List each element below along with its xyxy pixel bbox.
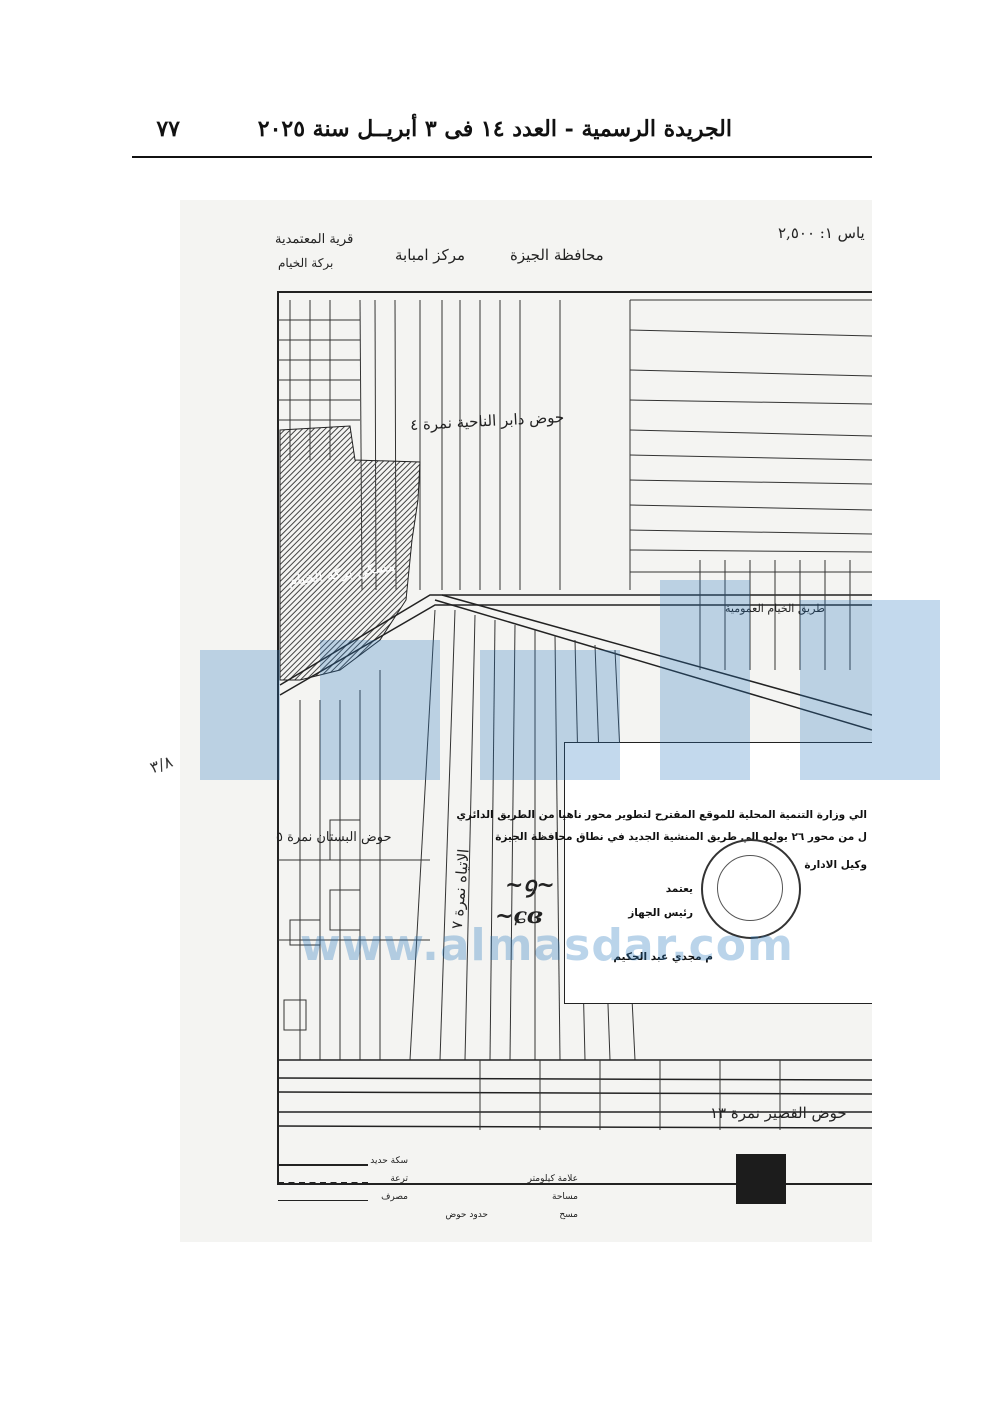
map-village-sub: بركة الخيام xyxy=(278,256,334,270)
gazette-title: الجريدة الرسمية - العدد ١٤ فى ٣ أبريــل … xyxy=(257,116,732,142)
map-drawing xyxy=(277,291,872,1185)
official-seal xyxy=(701,839,801,939)
map-legend: سكة حديد ترعة مصرف حدود حوض علامة كيلومت… xyxy=(268,1150,878,1230)
map-scale: ياس ١: ٢,٥٠٠ xyxy=(778,224,865,242)
margin-handwriting: ٣/٨ xyxy=(147,751,176,778)
stamp-line-5: رئيس الجهاز xyxy=(628,907,693,919)
legend-item-5: علامة كيلومتر xyxy=(527,1174,578,1184)
watermark-logo-icon xyxy=(200,580,940,780)
watermark-url: www.almasdar.com xyxy=(300,920,794,971)
approval-stamp-box: الي وزارة التنمية المحلية للموقع المقترح… xyxy=(456,742,872,1004)
stamp-line-2: ل من محور ٢٦ يوليو الي طريق المنشية الجد… xyxy=(495,831,867,843)
stamp-line-1: الي وزارة التنمية المحلية للموقع المقترح… xyxy=(456,809,867,821)
signature-1: ~ꝯ~ xyxy=(505,872,555,898)
legend-item-6: مسح xyxy=(559,1210,578,1220)
legend-item-2: ترعة xyxy=(390,1174,408,1184)
legend-item-3: مصرف xyxy=(381,1192,408,1202)
legend-item-1: سكة حديد xyxy=(370,1156,408,1166)
page-number: ٧٧ xyxy=(156,116,180,142)
legend-item-4: حدود حوض xyxy=(445,1210,488,1220)
map-governorate: محافظة الجيزة xyxy=(510,246,604,264)
hod-garden-label: حوض البستان نمرة ٥ xyxy=(276,830,392,845)
legend-item-7: مساحة xyxy=(552,1192,578,1202)
page-header: الجريدة الرسمية - العدد ١٤ فى ٣ أبريــل … xyxy=(132,108,872,158)
stamp-line-4: يعتمد xyxy=(665,883,693,895)
map-markaz: مركز امبابة xyxy=(395,246,466,264)
authority-logo-icon xyxy=(736,1154,786,1204)
cadastral-map: ياس ١: ٢,٥٠٠ محافظة الجيزة مركز امبابة ق… xyxy=(180,200,872,1242)
road-label: طريق الخيام العمومية xyxy=(725,602,825,615)
hod-bottom-label: حوض القصير نمرة ١٣ xyxy=(710,1104,847,1122)
stamp-line-6: م مجدي عبد الحكيم xyxy=(613,951,713,963)
stamp-line-3: وكيل الادارة xyxy=(804,859,867,871)
signature-2: ɕɞ~ xyxy=(495,903,543,929)
map-village: قرية المعتمدية xyxy=(275,232,354,247)
